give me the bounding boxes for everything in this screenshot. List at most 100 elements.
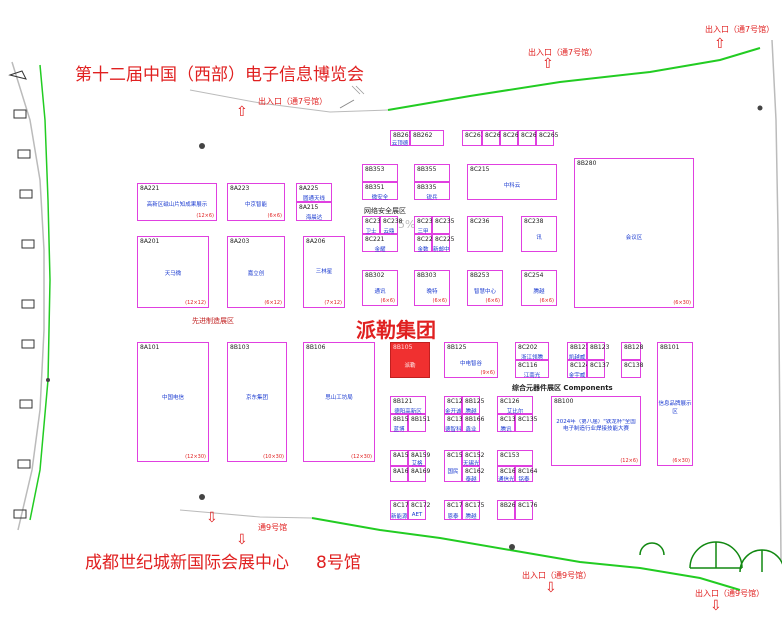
booth-8C236[interactable]: 8C236 <box>467 216 503 252</box>
booth-8B128[interactable]: 8B128 <box>621 342 643 360</box>
booth-8C137[interactable]: 8C137 <box>587 360 609 378</box>
booth-8A169[interactable]: 8A169 <box>408 466 430 482</box>
exit-label-bottom-left: 通9号馆 <box>258 523 288 532</box>
booth-8C138[interactable]: 8C138 <box>621 360 643 378</box>
hall-name: 8号馆 <box>316 553 361 573</box>
right-wall <box>771 39 782 561</box>
booth-8C176[interactable]: 8C176 <box>515 500 537 520</box>
top-wall <box>387 47 761 111</box>
booth-8B262[interactable]: 8B262 <box>410 130 444 146</box>
up-arrow-icon: ⇧ <box>542 56 554 72</box>
down-arrow-icon: ⇩ <box>545 580 557 596</box>
booth-8B26[interactable]: 8B26 <box>497 500 516 520</box>
booth-8B123[interactable]: 8B123 <box>587 342 609 360</box>
down-arrow-icon: ⇩ <box>206 510 218 526</box>
booth-8C263[interactable]: 8C263 <box>500 130 522 146</box>
venue-name: 成都世纪城新国际会展中心 <box>85 553 289 573</box>
booth-8A167[interactable]: 8A167 <box>390 466 412 482</box>
exit-label-bottom-mid: 出入口（通9号馆） <box>522 571 592 580</box>
exit-label-bottom-right: 出入口（通9号馆） <box>695 589 765 598</box>
revolving-door-icon <box>639 541 782 573</box>
down-arrow-icon: ⇩ <box>236 532 248 548</box>
bottom-wall <box>311 517 511 551</box>
booth-8C262[interactable]: 8C262 <box>482 130 504 146</box>
booth-8A157[interactable]: 8A157 <box>390 450 412 466</box>
zone-advanced-manufacturing: 先进制造展区 <box>192 317 234 325</box>
zone-network-security: 网络安全展区 <box>364 207 406 215</box>
booth-8B355[interactable]: 8B355 <box>414 164 450 182</box>
exit-label-top-left: 出入口（通7号馆） <box>258 97 328 106</box>
page-title: 第十二届中国（西部）电子信息博览会 <box>75 65 364 85</box>
booth-8C152[interactable]: 8C152无锡光电 <box>462 450 485 467</box>
booth-8C235[interactable]: 8C235 <box>432 216 454 234</box>
booth-8C264[interactable]: 8C264 <box>518 130 540 146</box>
booth-8B151[interactable]: 8B151 <box>408 414 430 432</box>
booth-8C135[interactable]: 8C135 <box>515 414 537 432</box>
zone-components: 综合元器件展区 Components <box>512 384 613 392</box>
booth-8C265[interactable]: 8C265 <box>536 130 558 146</box>
left-wall <box>11 61 45 531</box>
booth-8C163[interactable]: 8C163通信光电 <box>497 466 520 483</box>
booth-8C225[interactable]: 8C225新邮中科 <box>432 234 455 253</box>
left-doors-icon <box>8 70 35 519</box>
booth-8C153[interactable]: 8C153 <box>497 450 533 466</box>
up-arrow-icon: ⇧ <box>714 36 726 52</box>
booth-8B353[interactable]: 8B353 <box>362 164 398 182</box>
watermark-text: 5% <box>398 218 416 231</box>
down-arrow-icon: ⇩ <box>710 598 722 614</box>
exit-label-top-mid: 出入口（通7号馆） <box>528 48 598 57</box>
booth-8C261[interactable]: 8C261 <box>462 130 484 146</box>
highlight-label: 派勒集团 <box>356 318 436 342</box>
